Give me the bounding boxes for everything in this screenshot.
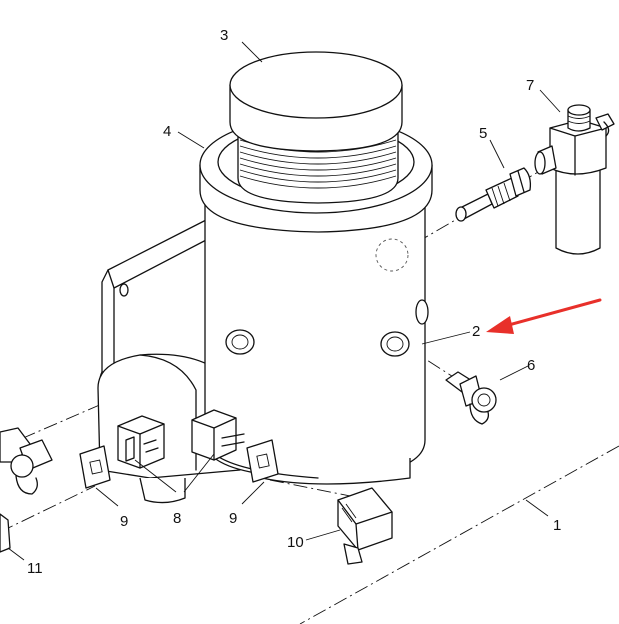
callout-5: 5 xyxy=(479,125,487,142)
callout-9-right: 9 xyxy=(229,510,237,527)
callout-3: 3 xyxy=(220,27,228,44)
callout-2: 2 xyxy=(472,323,480,340)
callout-1: 1 xyxy=(553,517,561,534)
solenoid-connector-a xyxy=(117,415,165,469)
callout-8: 8 xyxy=(173,510,181,527)
plug-connector-11-partial xyxy=(0,513,11,553)
fitting-part-5 xyxy=(455,167,532,222)
callout-9-left: 9 xyxy=(120,513,128,530)
callout-7: 7 xyxy=(526,77,534,94)
highlight-arrow-head xyxy=(486,316,514,334)
gasket-right xyxy=(246,439,279,483)
highlight-arrow xyxy=(486,298,602,334)
main-housing xyxy=(204,199,429,485)
gasket-left xyxy=(79,445,111,489)
plug-left-partial xyxy=(0,427,53,495)
callout-4: 4 xyxy=(163,123,171,140)
callout-10: 10 xyxy=(287,534,304,551)
callout-11: 11 xyxy=(27,560,43,577)
filter-part-7 xyxy=(534,104,615,255)
plug-connector-10 xyxy=(337,487,393,565)
cap xyxy=(229,51,403,152)
highlight-arrow-shaft xyxy=(503,298,602,328)
plug-part-6 xyxy=(445,371,497,425)
callout-6: 6 xyxy=(527,357,535,374)
solenoid-connector-b xyxy=(191,409,245,461)
callout-labels: 3 4 5 7 2 6 8 9 9 10 1 11 xyxy=(27,27,561,577)
leader-lines xyxy=(7,41,561,561)
